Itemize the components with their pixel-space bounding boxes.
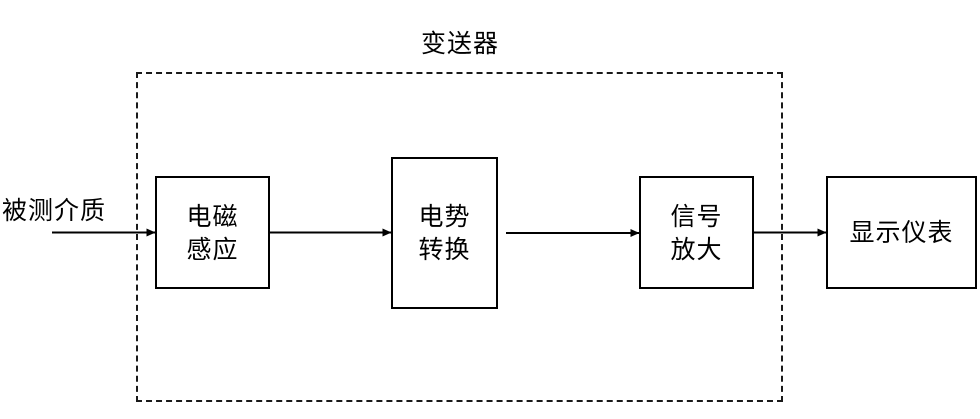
block-signal-amplification-label: 信号 放大 [670, 201, 723, 264]
input-label-measured-medium: 被测介质 [2, 196, 107, 225]
block-em-induction-label: 电磁 感应 [186, 201, 239, 264]
block-potential-conversion-label: 电势 转换 [418, 202, 471, 264]
block-signal-amplification: 信号 放大 [639, 176, 754, 289]
block-display-instrument: 显示仪表 [826, 176, 977, 289]
transmitter-enclosure [136, 72, 783, 402]
enclosure-title: 变送器 [420, 29, 499, 58]
block-display-instrument-label: 显示仪表 [849, 218, 954, 247]
block-em-induction: 电磁 感应 [155, 176, 270, 289]
block-potential-conversion: 电势 转换 [391, 157, 498, 309]
